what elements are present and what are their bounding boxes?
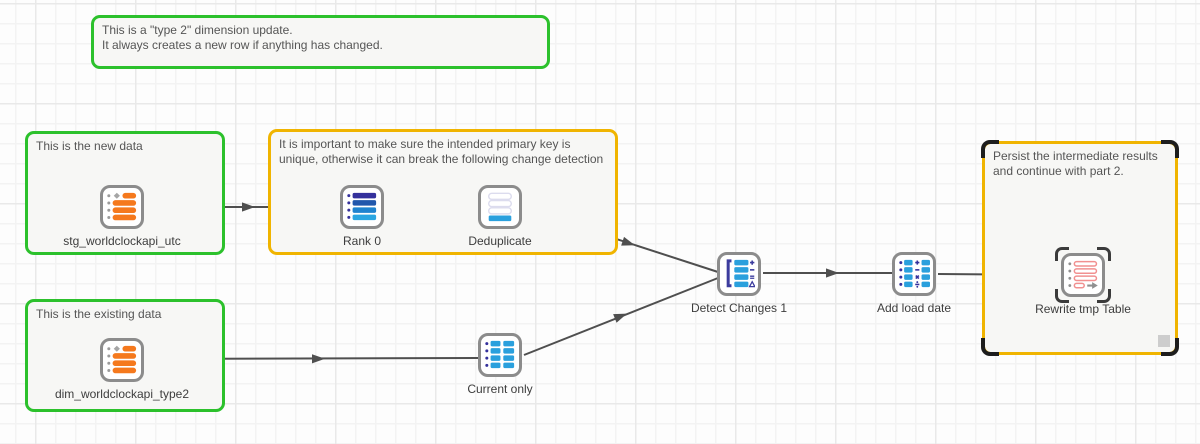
selection-corner-icon xyxy=(1055,247,1069,261)
selection-corner-icon xyxy=(1055,289,1069,303)
arrowhead xyxy=(826,268,839,278)
node-box[interactable] xyxy=(340,185,384,229)
node-box[interactable] xyxy=(478,333,522,377)
export-table-icon xyxy=(1068,260,1098,289)
import-table-icon xyxy=(107,345,137,374)
node-box[interactable] xyxy=(717,252,761,296)
selection-corner-icon xyxy=(1097,289,1111,303)
annotation-primary-key[interactable]: It is important to make sure the intende… xyxy=(268,129,618,255)
arrowhead xyxy=(312,354,325,364)
node-add-load-date[interactable]: Add load date xyxy=(877,252,951,315)
rank-table-icon xyxy=(347,192,377,221)
deduplicate-icon xyxy=(488,192,512,222)
filter-table-icon xyxy=(485,340,515,369)
node-rewrite-tmp-table[interactable]: Rewrite tmp Table xyxy=(1035,247,1131,316)
selection-corner-icon xyxy=(1161,338,1179,356)
detect-changes-icon xyxy=(726,259,755,288)
selection-corner-icon xyxy=(1161,140,1179,158)
annotation-existing-data[interactable]: This is the existing data xyxy=(25,299,225,412)
node-current-only[interactable]: Current only xyxy=(467,333,533,396)
calculate-column-icon xyxy=(899,259,930,288)
node-label: dim_worldclockapi_type2 xyxy=(54,387,190,401)
note-text: It is important to make sure the intende… xyxy=(279,137,604,166)
resize-handle[interactable] xyxy=(1158,335,1170,347)
node-label: stg_worldclockapi_utc xyxy=(63,234,181,248)
node-dim-worldclockapi-type2[interactable]: dim_worldclockapi_type2 xyxy=(55,338,189,401)
node-box[interactable] xyxy=(892,252,936,296)
note-text: This is the new data xyxy=(36,139,143,153)
wire-current-to-detect xyxy=(523,277,719,356)
node-box[interactable] xyxy=(100,338,144,382)
arrowhead xyxy=(242,202,255,212)
annotation-persist[interactable]: Persist the intermediate results and con… xyxy=(981,140,1179,356)
node-label: Deduplicate xyxy=(468,234,532,248)
annotation-type2-note[interactable]: This is a "type 2" dimension update. It … xyxy=(91,15,550,69)
node-label: Detect Changes 1 xyxy=(690,301,788,315)
selection-corner-icon xyxy=(981,140,999,158)
note-text-line: It always creates a new row if anything … xyxy=(102,38,383,52)
node-label: Current only xyxy=(467,382,533,396)
selection-corner-icon xyxy=(1097,247,1111,261)
arrowhead xyxy=(613,313,627,323)
node-rank-0[interactable]: Rank 0 xyxy=(340,185,384,248)
note-text: Persist the intermediate results and con… xyxy=(993,149,1158,178)
node-label: Rewrite tmp Table xyxy=(1035,302,1131,316)
import-table-icon xyxy=(107,192,137,221)
node-stg-worldclockapi-utc[interactable]: stg_worldclockapi_utc xyxy=(63,185,181,248)
selection-corner-icon xyxy=(981,338,999,356)
note-text-line: This is a "type 2" dimension update. xyxy=(102,23,293,37)
arrowhead xyxy=(621,236,635,246)
node-detect-changes-1[interactable]: Detect Changes 1 xyxy=(691,252,787,315)
node-label: Add load date xyxy=(876,301,952,315)
node-box[interactable] xyxy=(478,185,522,229)
node-deduplicate[interactable]: Deduplicate xyxy=(468,185,532,248)
node-label: Rank 0 xyxy=(342,234,382,248)
note-text: This is the existing data xyxy=(36,307,162,321)
node-box[interactable] xyxy=(100,185,144,229)
